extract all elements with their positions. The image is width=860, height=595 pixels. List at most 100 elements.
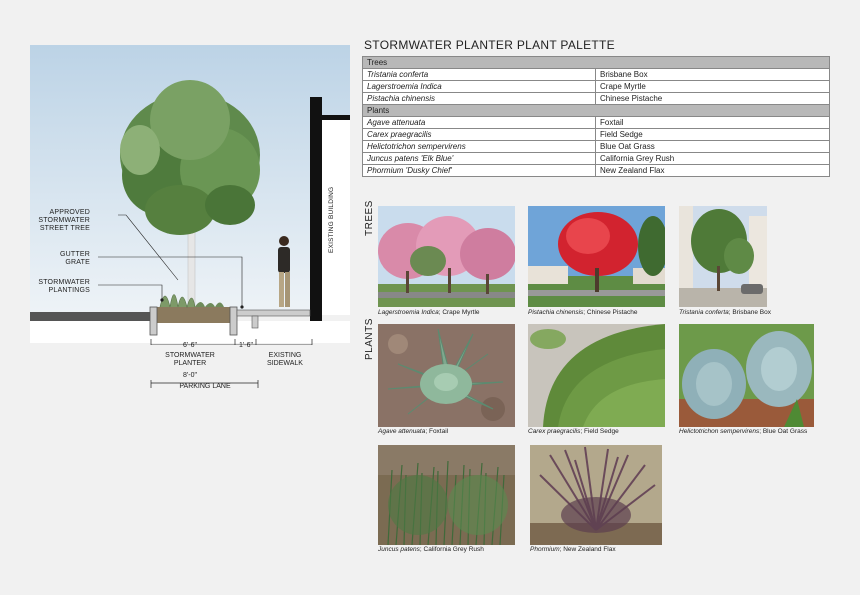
caption-common: ; Crape Myrtle: [438, 309, 480, 316]
label-stormwater-plantings: STORMWATER PLANTINGS: [30, 279, 90, 295]
common-name-cell: Field Sedge: [595, 128, 830, 141]
caption-common: ; Blue Oat Grass: [759, 428, 808, 435]
photo-carex: [528, 324, 665, 427]
planter-curb-left: [149, 306, 158, 336]
existing-building-wall: [310, 97, 322, 327]
caption-sci: Carex praegracilis: [528, 428, 581, 435]
caption-common: ; New Zealand Flax: [559, 546, 616, 553]
label-line: STREET TREE: [39, 225, 90, 232]
table-group-header: Plants: [362, 104, 830, 117]
caption-sci: Helictotrichon sempervirens: [679, 428, 760, 435]
caption-sci: Phormium: [530, 546, 560, 553]
trees-section-label: TREES: [364, 200, 375, 236]
photo-pistachia: [528, 206, 665, 307]
leader-gutter: [98, 256, 243, 307]
caption-common: ; Field Sedge: [580, 428, 619, 435]
table-row: Tristania conferta Brisbane Box: [362, 68, 830, 81]
caption-carex: Carex praegracilis; Field Sedge: [528, 428, 619, 436]
caption-common: ; Foxtail: [425, 428, 449, 435]
table-row: Pistachia chinensis Chinese Pistache: [362, 92, 830, 105]
caption-lagerstroemia: Lagerstroemia Indica; Crape Myrtle: [378, 309, 480, 317]
dim-planter-label: STORMWATER PLANTER: [155, 352, 225, 368]
dim-label-line: EXISTING: [268, 352, 302, 359]
table-group-header: Trees: [362, 56, 830, 69]
photo-lagerstroemia: [378, 206, 515, 307]
common-name-cell: California Grey Rush: [595, 152, 830, 165]
table-row: Agave attenuata Foxtail: [362, 116, 830, 129]
caption-helictotrichon: Helictotrichon sempervirens; Blue Oat Gr…: [679, 428, 807, 436]
common-name-cell: Crape Myrtle: [595, 80, 830, 93]
leader-street-tree: [118, 214, 179, 281]
caption-common: ; Chinese Pistache: [583, 309, 638, 316]
dim-lane-width: 8'-0": [183, 372, 197, 379]
caption-tristania: Tristania conferta; Brisbane Box: [679, 309, 771, 317]
common-name-cell: Foxtail: [595, 116, 830, 129]
person-silhouette: [278, 236, 290, 307]
dim-label-line: STORMWATER: [165, 352, 215, 359]
caption-common: ; California Grey Rush: [419, 546, 484, 553]
scientific-name-cell: Tristania conferta: [362, 68, 596, 81]
caption-agave: Agave attenuata; Foxtail: [378, 428, 448, 436]
scientific-name-cell: Phormium 'Dusky Chief': [362, 164, 596, 177]
plants-section-label: PLANTS: [364, 318, 375, 360]
label-approved-street-tree: APPROVED STORMWATER STREET TREE: [30, 209, 90, 233]
caption-sci: Tristania conferta: [679, 309, 729, 316]
table-row: Carex praegracilis Field Sedge: [362, 128, 830, 141]
street-tree-illustration: [120, 80, 260, 311]
dim-sidewalk-label: EXISTING SIDEWALK: [260, 352, 310, 368]
scientific-name-cell: Helictotrichon sempervirens: [362, 140, 596, 153]
planter-curb-right: [229, 306, 238, 336]
caption-sci: Agave attenuata: [378, 428, 426, 435]
common-name-cell: New Zealand Flax: [595, 164, 830, 177]
stormwater-plantings-illustration: [159, 294, 224, 309]
caption-phormium: Phormium; New Zealand Flax: [530, 546, 616, 554]
dim-label-line: PLANTER: [173, 360, 207, 367]
photo-juncus: [378, 445, 515, 545]
caption-common: ; Brisbane Box: [728, 309, 772, 316]
dim-label-line: SIDEWALK: [267, 360, 303, 367]
palette-title: STORMWATER PLANTER PLANT PALETTE: [364, 38, 615, 52]
dim-planter-width: 6'-6": [183, 342, 197, 349]
caption-sci: Lagerstroemia Indica: [378, 309, 439, 316]
label-line: GRATE: [65, 259, 90, 266]
photo-helictotrichon: [679, 324, 814, 427]
parking-lane-surface: [30, 312, 155, 321]
label-line: GUTTER: [60, 251, 90, 258]
caption-pistachia: Pistachia chinensis; Chinese Pistache: [528, 309, 637, 317]
label-line: STORMWATER: [38, 217, 90, 224]
group-header-cell: Trees: [362, 56, 830, 69]
caption-sci: Juncus patens: [378, 546, 420, 553]
scientific-name-cell: Juncus patens 'Elk Blue': [362, 152, 596, 165]
scientific-name-cell: Lagerstroemia Indica: [362, 80, 596, 93]
caption-juncus: Juncus patens; California Grey Rush: [378, 546, 484, 554]
common-name-cell: Chinese Pistache: [595, 92, 830, 105]
caption-sci: Pistachia chinensis: [528, 309, 584, 316]
photo-phormium: [530, 445, 662, 545]
table-row: Phormium 'Dusky Chief' New Zealand Flax: [362, 164, 830, 177]
label-line: PLANTINGS: [48, 287, 90, 294]
sidewalk-slab: [236, 309, 311, 317]
common-name-cell: Brisbane Box: [595, 68, 830, 81]
street-section-diagram: APPROVED STORMWATER STREET TREE GUTTER G…: [30, 45, 350, 351]
group-header-cell: Plants: [362, 104, 830, 117]
label-gutter-grate: GUTTER GRATE: [30, 251, 90, 267]
dim-curb-width: 1'-6": [239, 342, 253, 349]
building-interior: [322, 115, 350, 315]
planter-soil: [155, 307, 237, 323]
photo-agave: [378, 324, 515, 427]
label-line: APPROVED: [49, 209, 90, 216]
label-existing-building: EXISTING BUILDING: [328, 186, 335, 253]
table-row: Helictotrichon sempervirens Blue Oat Gra…: [362, 140, 830, 153]
scientific-name-cell: Agave attenuata: [362, 116, 596, 129]
label-line: STORMWATER: [38, 279, 90, 286]
table-row: Juncus patens 'Elk Blue' California Grey…: [362, 152, 830, 165]
section-drawing: [30, 45, 350, 351]
common-name-cell: Blue Oat Grass: [595, 140, 830, 153]
lane-dimension-line: [150, 380, 259, 388]
scientific-name-cell: Carex praegracilis: [362, 128, 596, 141]
photo-tristania: [679, 206, 767, 307]
plant-palette-table: Trees Tristania conferta Brisbane Box La…: [362, 56, 830, 177]
leader-plantings: [98, 284, 163, 300]
scientific-name-cell: Pistachia chinensis: [362, 92, 596, 105]
dim-parking-lane-label: PARKING LANE: [179, 383, 231, 390]
